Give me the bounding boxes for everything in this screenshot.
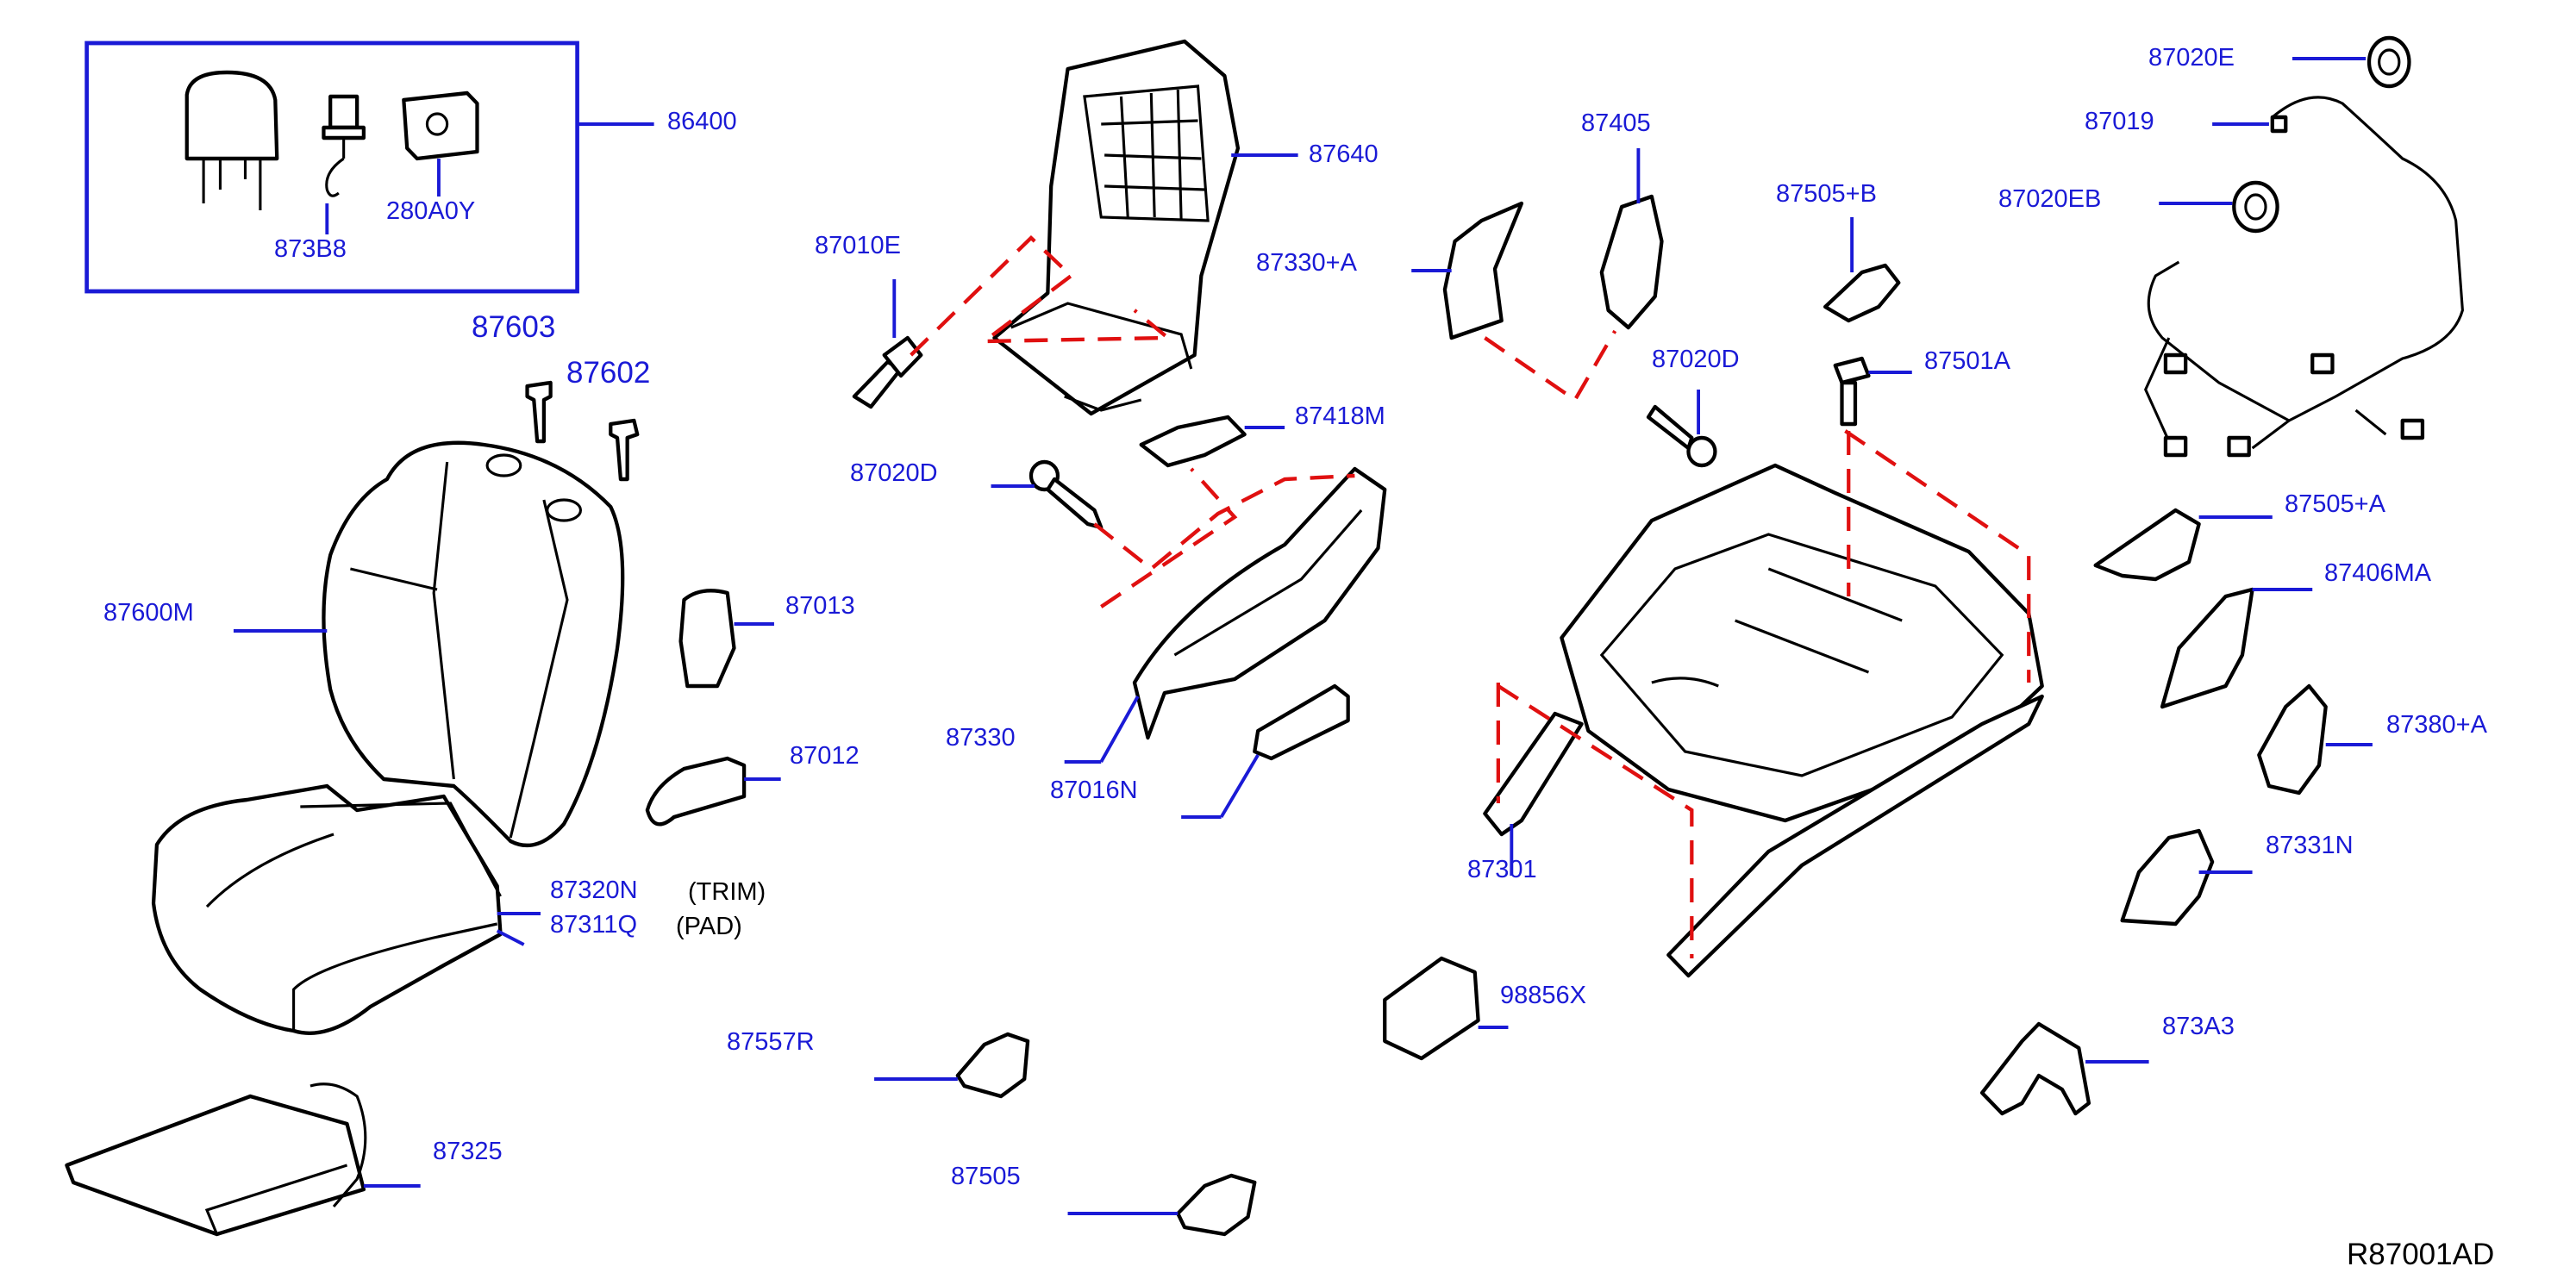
label-87013: 87013 — [785, 592, 855, 620]
clip-87602-part — [609, 418, 640, 482]
label-86400: 86400 — [667, 108, 737, 135]
cover-87380A-part — [2257, 683, 2328, 795]
screw-87020D-right-part — [1646, 404, 1717, 468]
label-87012: 87012 — [790, 742, 860, 770]
clip-87603-part — [525, 380, 553, 444]
trim-87013-part — [678, 589, 736, 689]
seat-pan-part — [65, 1082, 367, 1237]
note-pad: (PAD) — [676, 913, 742, 940]
label-87405: 87405 — [1581, 109, 1651, 137]
speaker-module-part — [402, 90, 479, 161]
clip-87505-part — [1176, 1173, 1257, 1237]
label-87320N: 87320N — [550, 877, 638, 904]
label-87020D-left: 87020D — [850, 459, 938, 487]
seat-frame-87301-part — [1483, 463, 2044, 978]
label-873A3: 873A3 — [2162, 1013, 2235, 1040]
label-87557R: 87557R — [727, 1028, 815, 1056]
label-87603: 87603 — [472, 310, 556, 344]
label-98856X: 98856X — [1500, 982, 1586, 1009]
headrest-part — [184, 70, 279, 210]
label-87501A: 87501A — [1924, 347, 2010, 375]
headrest-guide-part — [322, 94, 366, 197]
screw-87020D-left-part — [1029, 459, 1104, 530]
module-98856X-part — [1383, 956, 1480, 1061]
clip-87557R-part — [955, 1032, 1030, 1099]
note-trim: (TRIM) — [688, 878, 766, 906]
label-87418M: 87418M — [1295, 402, 1385, 430]
guide-line — [1093, 473, 1355, 571]
cover-87406MA-part — [2160, 587, 2254, 709]
label-87301: 87301 — [1467, 856, 1537, 883]
label-87020E: 87020E — [2148, 44, 2235, 72]
label-87330: 87330 — [946, 724, 1016, 752]
label-87325: 87325 — [433, 1138, 503, 1165]
label-87020D-right: 87020D — [1652, 346, 1740, 373]
seat-cushion-part — [151, 783, 503, 1035]
label-87640: 87640 — [1309, 140, 1379, 168]
label-87010E: 87010E — [815, 232, 901, 259]
diagram-code: R87001AD — [2347, 1238, 2495, 1271]
label-87311Q: 87311Q — [550, 911, 638, 939]
label-87406MA: 87406MA — [2324, 559, 2432, 587]
headrest-kit-box — [84, 41, 579, 294]
label-87602: 87602 — [566, 356, 651, 390]
label-280A0Y: 280A0Y — [386, 197, 476, 225]
bracket-87505A-part — [2093, 508, 2201, 582]
side-shield-87330-part — [1132, 466, 1387, 740]
bracket-87418M-part — [1139, 415, 1247, 468]
clamp-87020E-part — [2367, 35, 2411, 89]
bolt-87010E-part — [852, 335, 923, 409]
label-87505B: 87505+B — [1776, 180, 1877, 208]
bracket-87505B-part — [1823, 263, 1901, 323]
switch-87016N-part — [1253, 683, 1350, 761]
label-87330A: 87330+A — [1256, 249, 1357, 277]
bolt-87501A-part — [1833, 356, 1871, 427]
guide-line — [1484, 329, 1617, 403]
label-87380A: 87380+A — [2386, 711, 2487, 739]
cover-87405-part — [1599, 194, 1664, 330]
label-87016N: 87016N — [1050, 777, 1138, 804]
seat-back-trim-part — [322, 440, 625, 848]
wire-harness-87019-part — [2144, 96, 2464, 458]
guide-line — [1100, 467, 1238, 608]
bracket-873A3-part — [1979, 1021, 2091, 1116]
trim-87012-part — [645, 756, 747, 827]
label-87600M: 87600M — [103, 599, 194, 627]
clamp-87020EB-part — [2232, 180, 2279, 234]
label-873B8: 873B8 — [274, 235, 347, 263]
guide-line — [1844, 429, 2031, 683]
cover-87331N-part — [2120, 828, 2215, 926]
label-87505A: 87505+A — [2285, 490, 2385, 518]
label-87020EB: 87020EB — [1998, 185, 2102, 213]
cover-87330A-part — [1442, 201, 1524, 340]
label-87019: 87019 — [2085, 108, 2154, 135]
guide-line — [910, 234, 1173, 357]
guide-line — [1497, 684, 1694, 958]
label-87331N: 87331N — [2266, 832, 2354, 859]
label-87505: 87505 — [951, 1163, 1021, 1190]
seatback-frame-part — [992, 39, 1241, 416]
